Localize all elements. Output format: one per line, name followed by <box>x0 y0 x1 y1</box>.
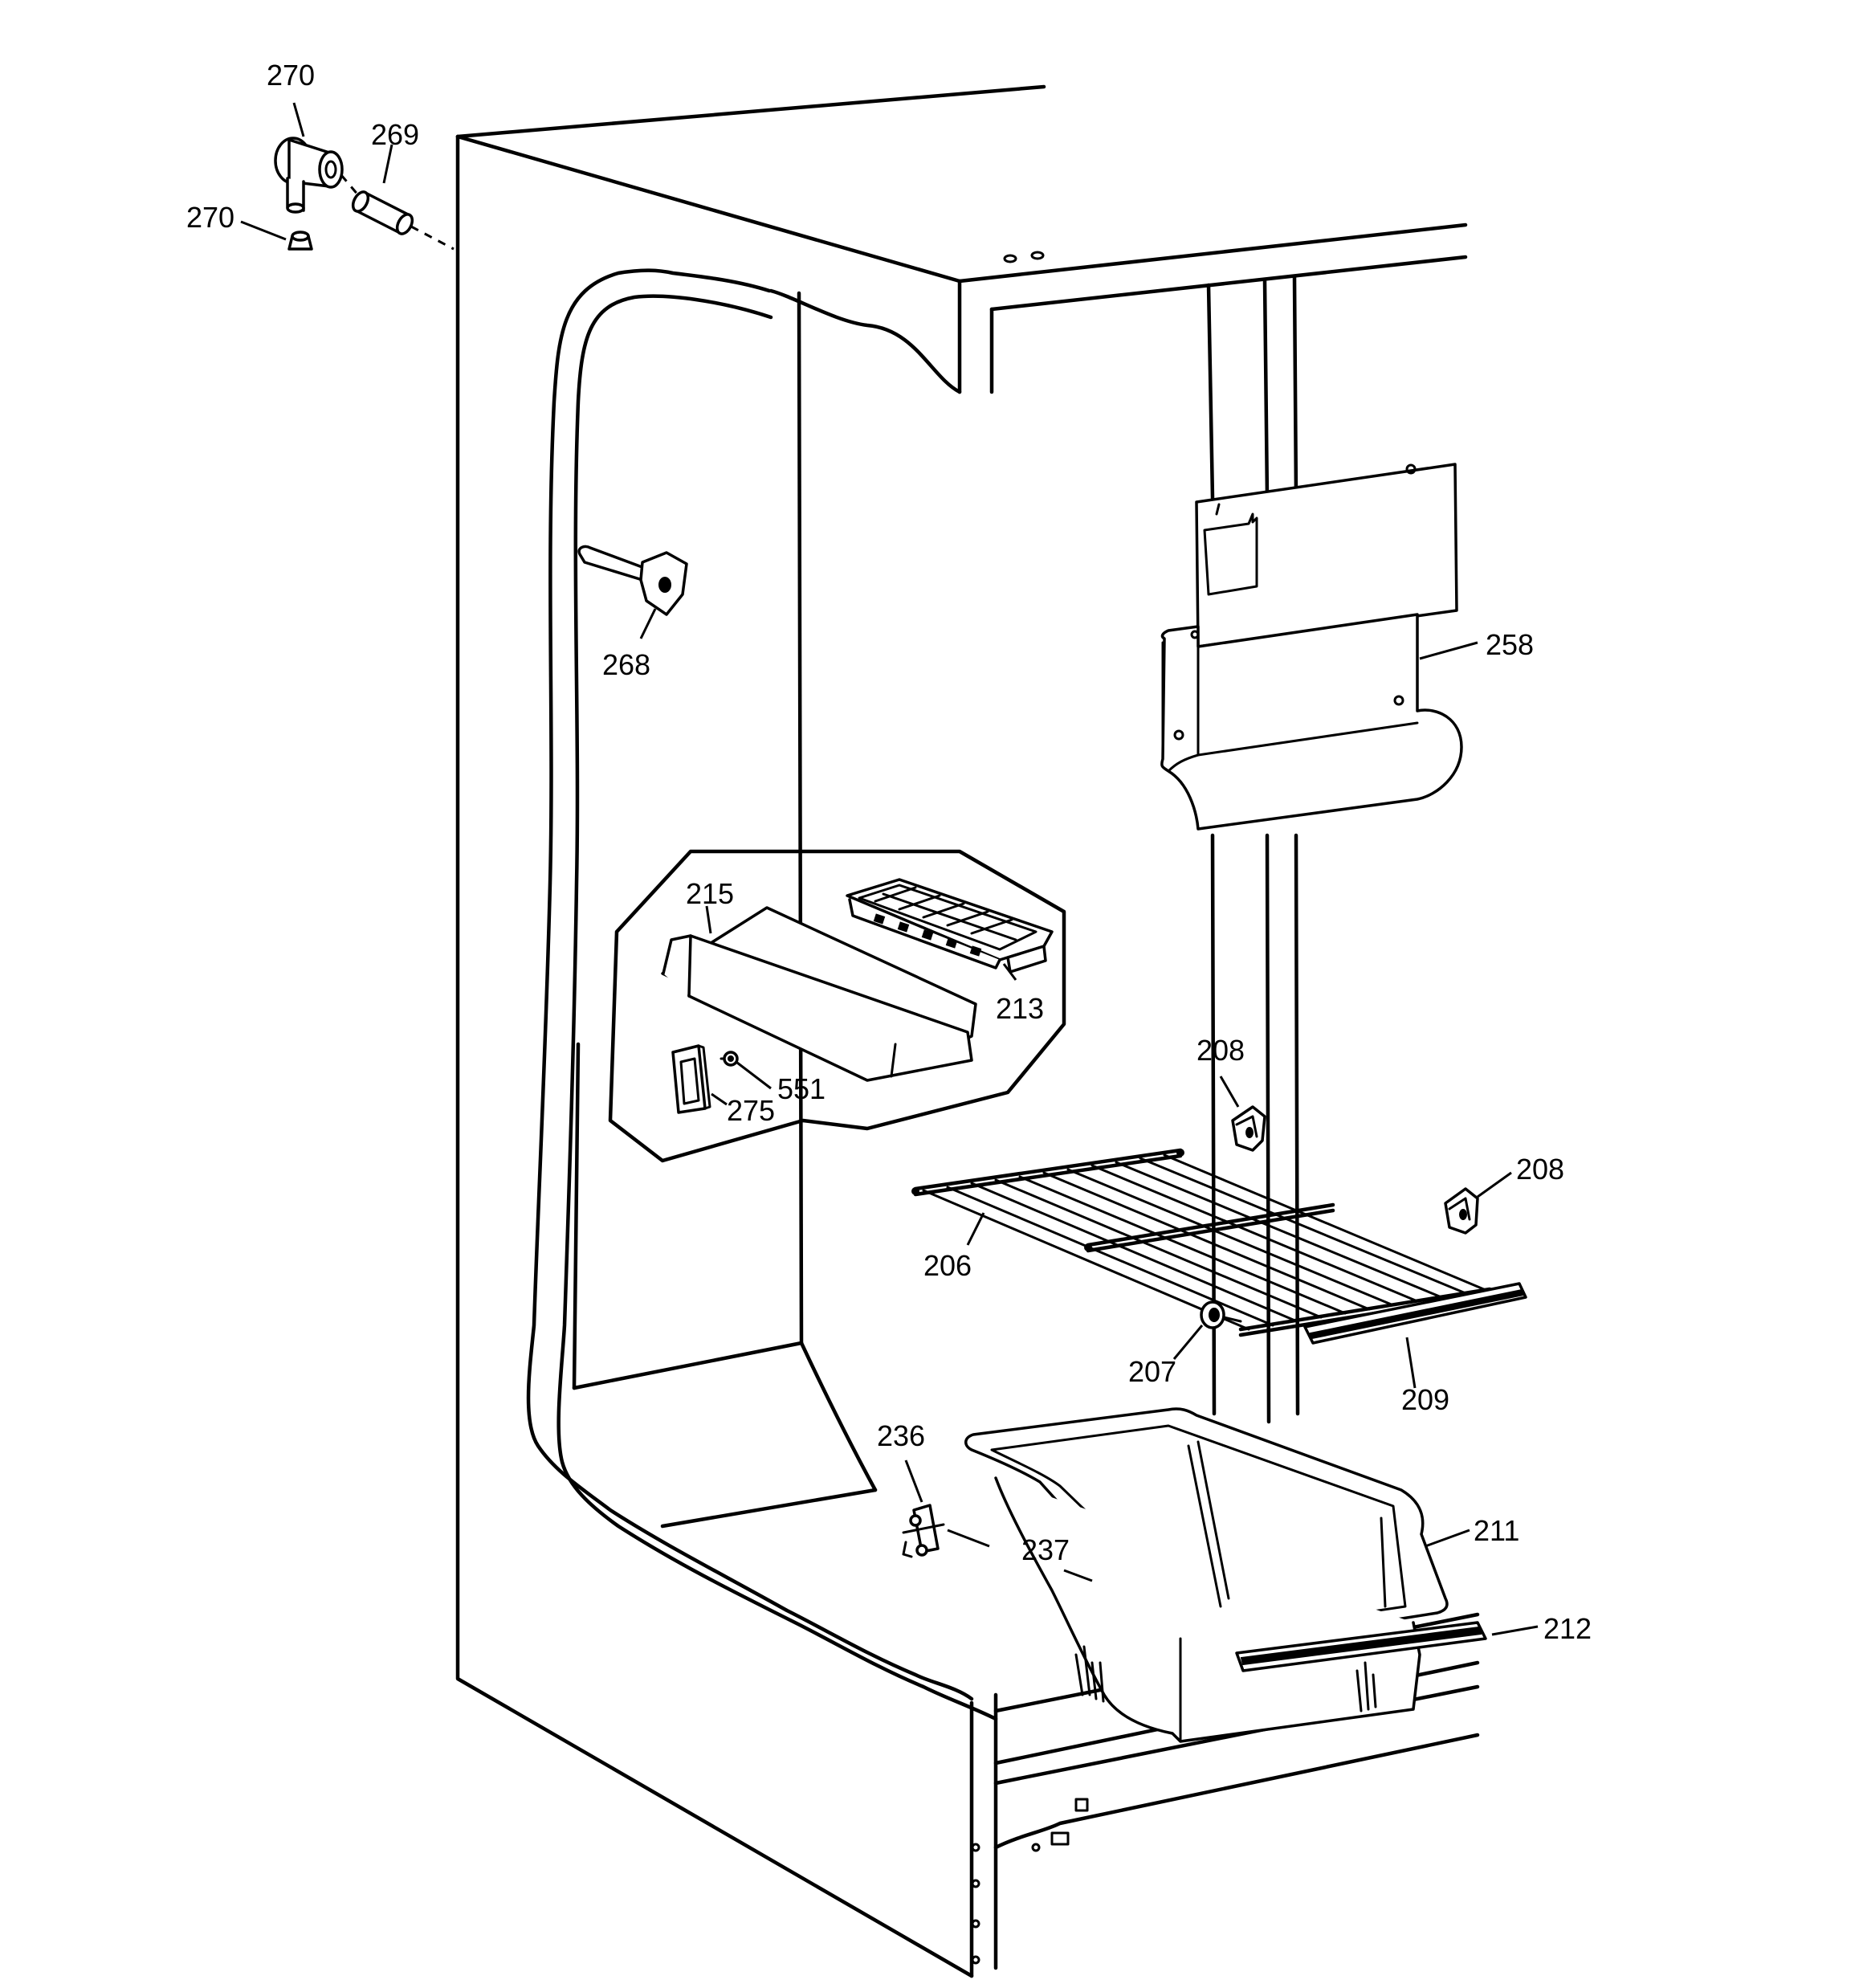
clip-268 <box>577 545 688 616</box>
switch-275 <box>671 1044 711 1114</box>
callout-237: 237 <box>1021 1533 1070 1566</box>
nut-270 <box>287 231 313 251</box>
callout-215: 215 <box>686 877 734 910</box>
callout-268: 268 <box>602 648 650 681</box>
callout-208-upper: 208 <box>1196 1034 1245 1067</box>
liner-cutaway-edge <box>526 268 998 1721</box>
callout-208-right: 208 <box>1516 1153 1564 1186</box>
shelf-support-208-upper <box>1231 1105 1266 1152</box>
callout-269: 269 <box>371 118 419 151</box>
shelf-trim-209 <box>1303 1282 1527 1345</box>
callout-212: 212 <box>1543 1612 1592 1645</box>
callout-258: 258 <box>1486 628 1534 661</box>
pan-211 <box>964 1407 1449 1743</box>
pan-trim-212 <box>1235 1621 1487 1672</box>
callout-209: 209 <box>1401 1383 1449 1416</box>
callout-270-top: 270 <box>267 59 315 92</box>
shelf-support-208-right <box>1444 1187 1479 1235</box>
water-valve-fitting-270 <box>274 137 344 214</box>
callout-211: 211 <box>1474 1514 1519 1547</box>
leader-lines <box>240 102 1539 1636</box>
ice-tray-213 <box>846 878 1054 974</box>
callout-labels: 270 269 270 268 258 215 213 551 275 208 … <box>186 59 1592 1645</box>
callout-207: 207 <box>1128 1355 1176 1388</box>
callout-236: 236 <box>877 1419 925 1452</box>
callout-270-nut: 270 <box>186 201 234 234</box>
panel-258 <box>1160 463 1463 831</box>
ice-bucket-215 <box>661 906 977 1082</box>
cover-support-236 <box>902 1504 945 1558</box>
tube-269 <box>351 190 414 235</box>
inset-outline <box>608 849 1066 1163</box>
callout-206: 206 <box>923 1249 972 1282</box>
shelf-stop-207 <box>1200 1300 1242 1329</box>
screw-551 <box>720 1051 739 1067</box>
callout-551: 551 <box>777 1072 826 1105</box>
callout-213: 213 <box>996 992 1044 1025</box>
callout-275: 275 <box>727 1094 775 1127</box>
